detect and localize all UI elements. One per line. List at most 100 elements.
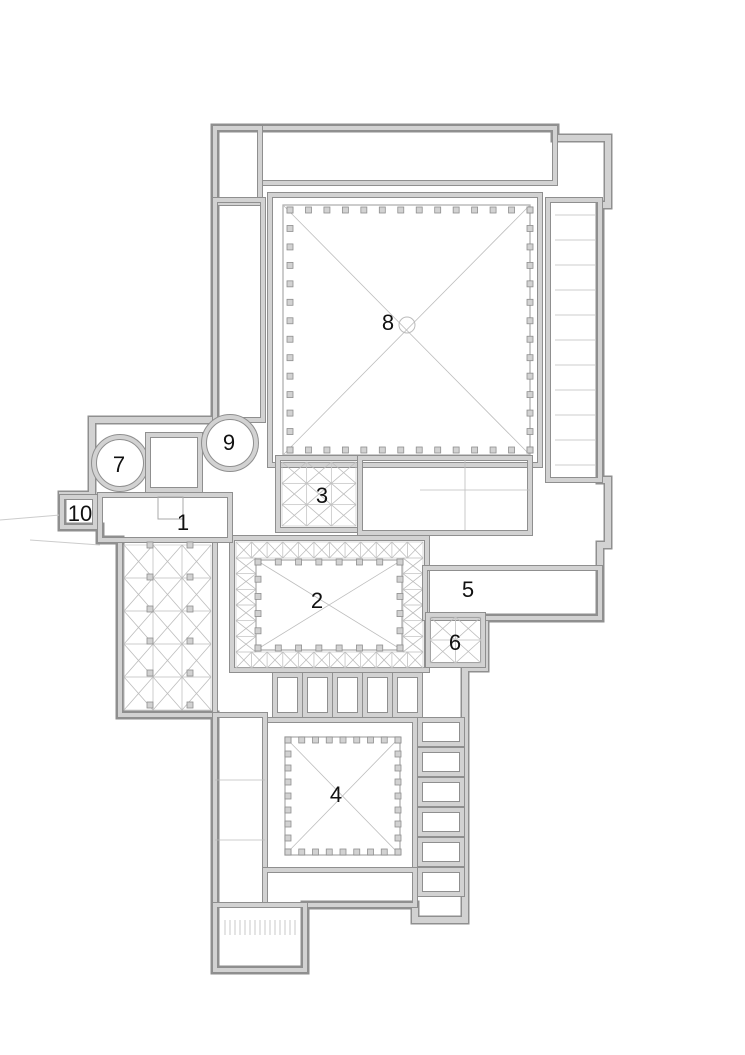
courtyard-3-vault (306, 483, 332, 505)
vault-line (284, 736, 401, 856)
courtyard-3-vault (331, 483, 357, 505)
courtyard-2-column (315, 558, 323, 566)
courtyard-2-column (254, 627, 262, 635)
courtyard-2-column (335, 558, 343, 566)
courtyard-2-column (356, 558, 363, 566)
courtyard-2-column (396, 593, 404, 600)
courtyard-4-column (367, 736, 374, 744)
cloister-2-vault (329, 651, 346, 669)
courtyard-4-column (353, 848, 361, 856)
church-vault (152, 577, 183, 612)
cloister-2-vault (402, 573, 424, 590)
vault-line (255, 559, 403, 651)
courtyard-8-column (323, 446, 331, 454)
courtyard-8-column (286, 298, 294, 306)
church-pillar (186, 605, 194, 613)
church-pillar (186, 701, 194, 709)
cloister-2-vault (266, 651, 284, 669)
courtyard-8-column (286, 280, 294, 288)
courtyard-3-vault (331, 504, 357, 527)
courtyard-8-column (452, 446, 460, 454)
courtyard-8-column (471, 206, 479, 214)
courtyard-8-column (526, 391, 534, 399)
room-label-1: 1 (176, 510, 190, 535)
room-6-vault (429, 616, 456, 641)
cloister-2-vault (344, 541, 361, 559)
courtyard-8-column (341, 446, 349, 454)
courtyard-4-column (325, 848, 333, 856)
courtyard-4-column (339, 736, 347, 744)
church-vault (181, 577, 212, 612)
courtyard-2-column (396, 575, 404, 583)
courtyard-4-column (284, 820, 292, 828)
courtyard-4-column (367, 848, 374, 856)
altar (157, 496, 184, 520)
courtyard-8-column (526, 428, 534, 435)
courtyard-3-vault (281, 483, 307, 505)
church-pillar (186, 669, 194, 677)
room-5-fill (423, 566, 602, 620)
cloister-2-vault (313, 651, 330, 669)
cloister-2-vault (402, 636, 424, 653)
cloister-2-vault (266, 541, 284, 559)
church-vault (152, 610, 183, 645)
courtyard-8-column (526, 317, 534, 325)
cloister-2-vault (391, 541, 408, 559)
cloister-2-vault (375, 541, 393, 559)
room-label-2: 2 (310, 588, 324, 613)
courtyard-3-vault (281, 461, 307, 484)
cell-room-fill (303, 673, 332, 717)
courtyard-8-column (526, 243, 534, 251)
courtyard-4-column (298, 736, 306, 744)
courtyard-4-column (298, 848, 306, 856)
courtyard-4-column (284, 750, 292, 758)
cell-room-fill (418, 808, 464, 836)
cloister-2-vault (282, 541, 299, 559)
cloister-2-vault (235, 604, 257, 621)
courtyard-8-column (415, 446, 423, 454)
courtyard-4-column (312, 736, 319, 744)
courtyard-4-column (394, 792, 402, 800)
cloister-2-vault (235, 651, 252, 669)
church-vault (152, 676, 183, 711)
cell-room-fill (418, 718, 464, 746)
church-crossing-fill (98, 493, 232, 542)
courtyard-8-column (341, 206, 349, 214)
courtyard-3-vault (330, 504, 357, 527)
courtyard-8-column (508, 206, 515, 214)
courtyard-2-column (396, 627, 404, 635)
courtyard-8-column (360, 206, 368, 214)
courtyard-2-column (356, 644, 363, 652)
courtyard-2-column (315, 644, 323, 652)
church-pillar (186, 541, 194, 549)
courtyard-8-column (452, 206, 460, 214)
room-label-10: 10 (67, 501, 93, 526)
courtyard-2-column (295, 644, 302, 652)
courtyard-4-column (394, 778, 402, 786)
cloister-2-vault (235, 573, 257, 590)
cloister-2-vault (235, 636, 257, 653)
cloister-2-vault (298, 541, 315, 559)
church-pillar (186, 573, 194, 581)
courtyard-4-column (380, 848, 388, 856)
courtyard-8-column (489, 206, 497, 214)
cloister-2-vault (391, 651, 408, 669)
courtyard-3-vault (306, 461, 332, 484)
courtyard-8-column (286, 206, 294, 214)
room-6-fill (426, 613, 485, 667)
courtyard-2-column (254, 575, 262, 583)
cloister-2-vault (251, 541, 268, 559)
church-vault (152, 544, 183, 579)
courtyard-4-column (284, 778, 292, 786)
courtyard-2-column (274, 558, 282, 566)
church-vault (181, 544, 212, 579)
church-pillar (146, 573, 154, 581)
courtyard-8-column (526, 298, 534, 306)
room-6-vault (455, 639, 482, 664)
courtyard-2-column (295, 558, 302, 566)
room-label-5: 5 (461, 577, 475, 602)
east-wing-hall-fill (546, 198, 602, 482)
courtyard-8-column (286, 446, 294, 454)
cloister-2-vault (282, 651, 299, 669)
room-label-3: 3 (315, 483, 329, 508)
